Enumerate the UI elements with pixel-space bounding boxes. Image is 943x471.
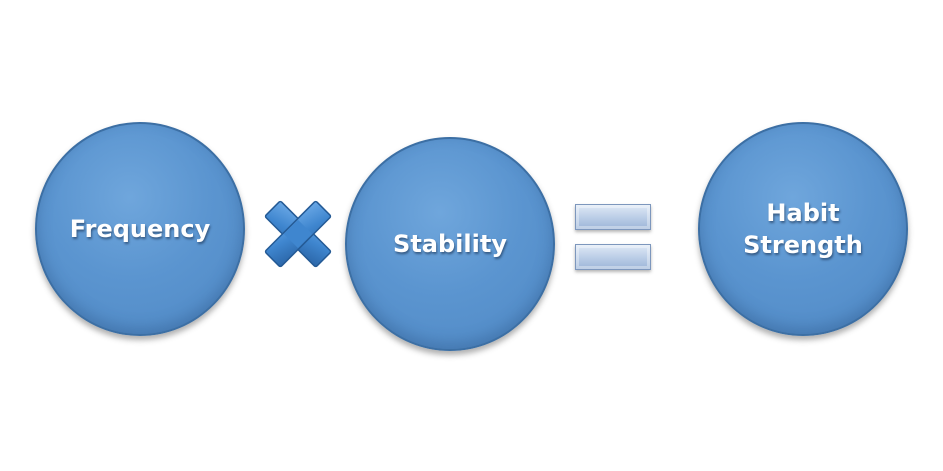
times-icon xyxy=(260,196,336,272)
habit-strength-label: Habit Strength xyxy=(743,199,863,259)
frequency-circle: Frequency xyxy=(35,122,245,336)
equals-icon xyxy=(575,204,651,272)
equals-bar-top xyxy=(575,204,651,230)
stability-label: Stability xyxy=(393,230,507,258)
equals-bar-bottom xyxy=(575,244,651,270)
frequency-label: Frequency xyxy=(69,215,211,243)
habit-strength-circle: Habit Strength xyxy=(698,122,908,336)
stability-circle: Stability xyxy=(345,137,555,351)
